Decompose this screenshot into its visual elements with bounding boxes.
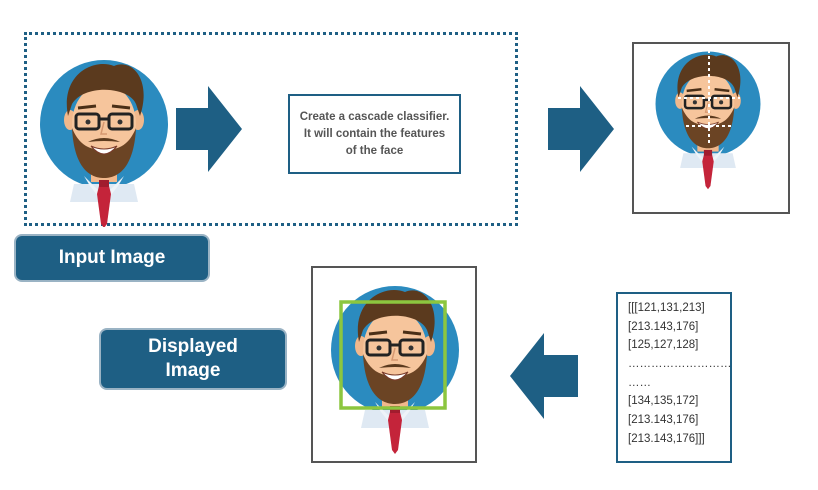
- matrix-row: ……: [628, 376, 651, 389]
- cascade-classifier-text: Create a cascade classifier. It will con…: [299, 110, 450, 157]
- matrix-row: ………………………: [628, 358, 732, 371]
- cascade-classifier-box: Create a cascade classifier. It will con…: [288, 94, 461, 174]
- matrix-row: [213.143,176]: [628, 320, 699, 333]
- arrow-right-icon: [548, 86, 614, 172]
- feature-face-image: [654, 50, 762, 191]
- arrow-right-icon: [176, 86, 242, 172]
- input-process-container: [24, 32, 518, 226]
- matrix-row: [[[121,131,213]: [628, 302, 705, 314]
- matrix-row: [125,127,128]: [628, 339, 699, 352]
- displayed-face-image: [329, 284, 461, 456]
- face-detection-box: [339, 300, 447, 410]
- matrix-row: [213.143,176]: [628, 414, 699, 427]
- arrow-left-icon: [510, 333, 578, 419]
- displayed-image-frame: [311, 266, 477, 463]
- displayed-image-label-line1: Displayed: [148, 336, 238, 357]
- displayed-image-label: Displayed Image: [101, 330, 285, 388]
- matrix-row: [134,135,172]: [628, 395, 699, 408]
- input-image-label: Input Image: [16, 236, 208, 280]
- pixel-matrix-box: [[[121,131,213] [213.143,176] [125,127,1…: [616, 292, 732, 463]
- displayed-image-label-line2: Image: [165, 360, 221, 381]
- input-image-label-text: Input Image: [58, 247, 166, 268]
- matrix-row: [213.143,176]]]: [628, 432, 705, 445]
- input-face-image: [38, 58, 170, 227]
- feature-detection-frame: [632, 42, 790, 214]
